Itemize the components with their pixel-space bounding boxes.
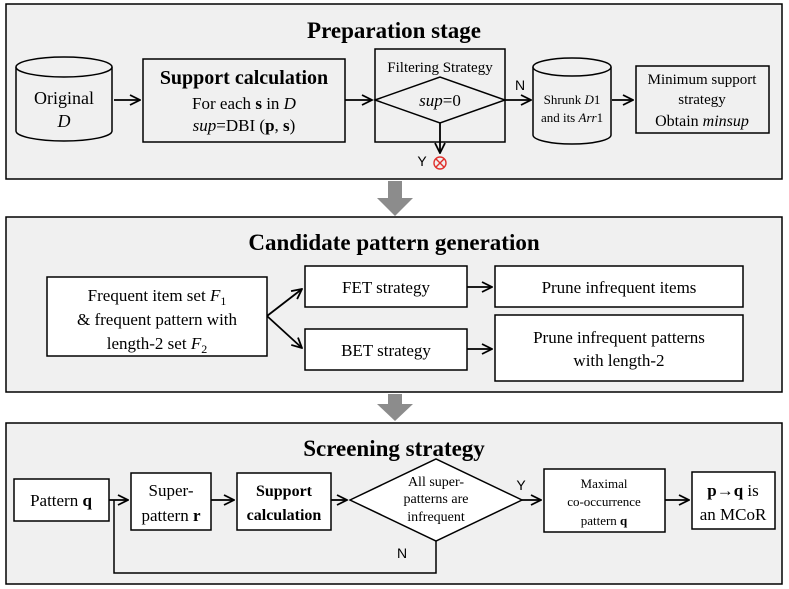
candidate-generation-title: Candidate pattern generation xyxy=(248,230,540,255)
support-calculation-formula: sup=DBI (p, s) xyxy=(193,116,296,135)
maximal-pattern-line2: co-occurrence xyxy=(567,494,641,509)
preparation-stage-title: Preparation stage xyxy=(307,18,481,43)
maximal-pattern-line1: Maximal xyxy=(581,476,628,491)
prune-patterns-line1: Prune infrequent patterns xyxy=(533,328,705,347)
reject-icon xyxy=(433,156,447,170)
prune-items-label: Prune infrequent items xyxy=(542,278,697,297)
super-pattern-box xyxy=(130,472,212,531)
filtering-yes-label: Y xyxy=(417,153,427,169)
maximal-pattern-line3: pattern q xyxy=(581,513,628,528)
screening-support-line2: calculation xyxy=(247,507,322,524)
decision-no-label: N xyxy=(397,545,407,561)
frequent-sets-line3: length-2 set F2 xyxy=(107,334,207,356)
minimum-support-box xyxy=(635,65,770,134)
support-calculation-title: Support calculation xyxy=(160,67,328,89)
minimum-support-line3: Obtain minsup xyxy=(655,113,749,130)
filtering-no-label: N xyxy=(515,77,525,93)
bet-strategy-label: BET strategy xyxy=(341,341,431,360)
frequent-sets-line2: & frequent pattern with xyxy=(77,310,238,329)
filtering-strategy-title: Filtering Strategy xyxy=(387,60,493,76)
super-pattern-line2: pattern r xyxy=(142,506,201,525)
super-pattern-line1: Super- xyxy=(149,481,194,500)
mcor-line2: an MCoR xyxy=(700,505,767,524)
original-database-cylinder xyxy=(15,56,113,142)
pattern-q-label: Pattern q xyxy=(30,491,92,510)
fet-strategy-label: FET strategy xyxy=(342,278,430,297)
stage-transition-arrow-2 xyxy=(377,394,413,421)
no-loop-connector xyxy=(113,500,437,574)
prune-items-box xyxy=(494,265,744,308)
stage-transition-arrow-1 xyxy=(377,181,413,216)
decision-line3: infrequent xyxy=(407,510,465,525)
minimum-support-line2: strategy xyxy=(678,92,726,108)
support-calculation-for-each: For each s in D xyxy=(192,94,297,113)
minimum-support-line1: Minimum support xyxy=(648,72,758,88)
fet-strategy-box xyxy=(304,265,468,308)
prune-patterns-line2: with length-2 xyxy=(573,351,664,370)
prune-patterns-box xyxy=(494,314,744,382)
original-database-symbol: D xyxy=(57,111,71,131)
mcor-line1: p→q is xyxy=(707,481,759,500)
filtering-condition: sup=0 xyxy=(419,91,461,110)
shrunk-database-label: Shrunk D1 xyxy=(544,92,601,107)
screening-stage-title: Screening strategy xyxy=(303,436,485,461)
decision-line2: patterns are xyxy=(404,492,469,507)
decision-line1: All super- xyxy=(408,475,464,490)
mcor-box xyxy=(691,471,776,530)
decision-yes-label: Y xyxy=(516,477,526,493)
shrunk-array-label: and its Arr1 xyxy=(541,110,603,125)
arrow-to-bet xyxy=(266,315,302,348)
screening-support-line1: Support xyxy=(256,483,313,500)
support-calculation-box xyxy=(142,58,346,143)
original-database-label: Original xyxy=(34,88,94,108)
pattern-q-box xyxy=(13,478,110,522)
frequent-sets-box xyxy=(46,276,268,357)
shrunk-database-cylinder xyxy=(532,57,612,145)
maximal-pattern-box xyxy=(543,468,666,533)
screening-support-box xyxy=(236,472,332,531)
arrow-to-fet xyxy=(266,289,302,317)
frequent-sets-line1: Frequent item set F1 xyxy=(88,286,227,308)
